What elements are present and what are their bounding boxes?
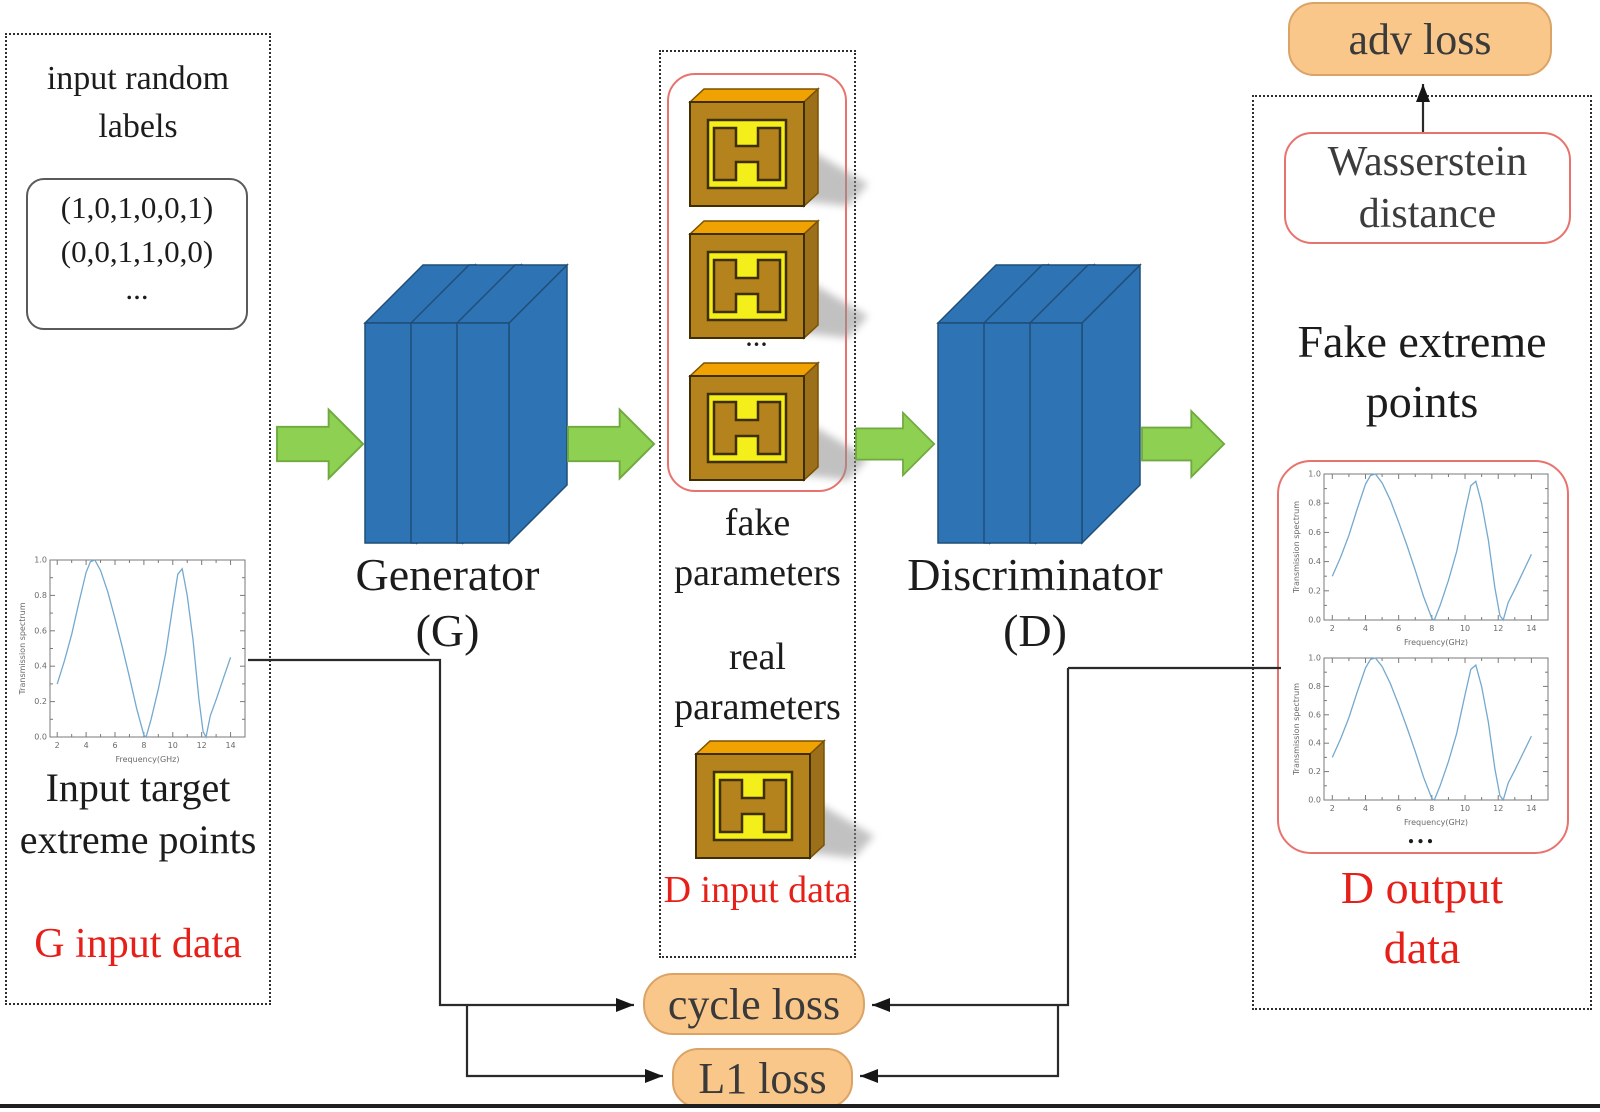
g-input-panel (5, 33, 271, 1005)
d-output-spectrum-chart-2: 2 4 6 8 10 12 14 0.0 0.2 0.4 0.6 0.8 1.0Frequency(GH… (1292, 654, 1549, 827)
discriminator-symbol: (D) (1003, 605, 1067, 656)
svg-text:4: 4 (84, 741, 89, 750)
adv-loss-label: adv loss (1348, 14, 1492, 64)
random-labels-box: (1,0,1,0,0,1) (0,0,1,1,0,0) ... (26, 178, 248, 330)
svg-text:12: 12 (1493, 624, 1503, 633)
svg-text:0.2: 0.2 (34, 697, 47, 706)
figure-bottom-border (0, 1104, 1600, 1108)
svg-text:8: 8 (1429, 804, 1434, 813)
d-output-data-label: D output data (1340, 862, 1504, 973)
wasserstein-distance-box: Wasserstein distance (1284, 132, 1571, 244)
random-label-ellipsis: ... (125, 271, 149, 306)
svg-text:0.0: 0.0 (34, 733, 47, 742)
generator-label: Generator (355, 549, 540, 600)
svg-text:10: 10 (1460, 624, 1470, 633)
flow-arrow-icon (276, 408, 365, 480)
generator-layers-icon (364, 264, 568, 544)
g-to-cycle-loss-line (248, 658, 634, 1012)
fake-parameters-ellipsis: ... (746, 326, 769, 351)
svg-text:0.4: 0.4 (1308, 739, 1321, 748)
flow-arrow-icon (567, 408, 656, 480)
h-structure-block-icon (682, 86, 872, 218)
svg-text:14: 14 (225, 741, 235, 750)
svg-text:0.2: 0.2 (1308, 767, 1321, 776)
svg-text:4: 4 (1363, 804, 1368, 813)
svg-text:0.0: 0.0 (1308, 616, 1321, 625)
svg-text:14: 14 (1526, 804, 1536, 813)
svg-text:0.6: 0.6 (34, 626, 47, 635)
svg-text:1.0: 1.0 (1308, 654, 1321, 663)
svg-text:0.8: 0.8 (1308, 682, 1321, 691)
svg-text:Frequency(GHz): Frequency(GHz) (1404, 638, 1468, 647)
svg-text:8: 8 (141, 741, 146, 750)
l1-loss-label: L1 loss (698, 1053, 827, 1103)
svg-text:0.6: 0.6 (1308, 710, 1321, 719)
fake-parameters-outline (667, 73, 847, 492)
d-output-spectrum-chart-1: 2 4 6 8 10 12 14 0.0 0.2 0.4 0.6 0.8 1.0Frequency(GH… (1292, 470, 1549, 647)
flow-arrow-icon (1141, 410, 1226, 478)
svg-text:6: 6 (112, 741, 117, 750)
d-to-cycle-loss-line (872, 668, 1070, 1012)
svg-text:0.0: 0.0 (1308, 796, 1321, 805)
h-structure-block-icon (688, 738, 878, 870)
svg-text:8: 8 (1429, 624, 1434, 633)
input-random-labels-title: input random labels (46, 60, 230, 145)
svg-text:4: 4 (1363, 624, 1368, 633)
adv-loss-box: adv loss (1288, 2, 1552, 76)
random-label-tuple: (0,0,1,1,0,0) (60, 234, 214, 269)
d-output-outline (1277, 460, 1569, 854)
svg-text:10: 10 (1460, 804, 1470, 813)
svg-text:0.4: 0.4 (1308, 557, 1321, 566)
svg-text:Transmission spectrum: Transmission spectrum (1292, 683, 1301, 776)
fake-extreme-points-title: Fake extreme points (1297, 316, 1547, 427)
svg-text:0.8: 0.8 (1308, 499, 1321, 508)
svg-text:6: 6 (1396, 804, 1401, 813)
generator-symbol: (G) (415, 605, 480, 656)
random-label-tuple: (1,0,1,0,0,1) (60, 190, 214, 225)
real-parameters-label: real parameters (674, 636, 841, 728)
svg-text:Transmission spectrum: Transmission spectrum (1292, 501, 1301, 594)
h-structure-block-icon (682, 360, 872, 492)
d-to-l1-loss-line (860, 1005, 1060, 1083)
cycle-loss-label: cycle loss (667, 979, 841, 1029)
g-input-spectrum-chart: 2 4 6 8 10 12 14 0.0 0.2 0.4 0.6 0.8 1.0Frequency(GH… (18, 556, 246, 764)
svg-text:Frequency(GHz): Frequency(GHz) (116, 755, 180, 764)
cycle-loss-box: cycle loss (643, 973, 865, 1035)
svg-text:1.0: 1.0 (1308, 470, 1321, 479)
discriminator-label: Discriminator (907, 549, 1163, 600)
flow-arrow-icon (855, 411, 936, 477)
d-output-ellipsis: ... (1407, 820, 1437, 849)
svg-text:1.0: 1.0 (34, 556, 47, 565)
g-to-l1-loss-line (465, 1005, 663, 1083)
svg-text:0.2: 0.2 (1308, 586, 1321, 595)
l1-loss-box: L1 loss (672, 1048, 853, 1108)
svg-text:14: 14 (1526, 624, 1536, 633)
svg-text:2: 2 (1330, 624, 1335, 633)
d-input-panel (659, 50, 856, 958)
svg-text:6: 6 (1396, 624, 1401, 633)
svg-text:0.6: 0.6 (1308, 528, 1321, 537)
d-input-data-label: D input data (663, 869, 852, 911)
g-input-data-label: G input data (34, 921, 242, 967)
svg-text:2: 2 (55, 741, 60, 750)
svg-text:0.8: 0.8 (34, 591, 47, 600)
svg-text:Frequency(GHz): Frequency(GHz) (1404, 818, 1468, 827)
svg-text:0.4: 0.4 (34, 662, 47, 671)
input-target-caption: Input target extreme points (19, 765, 257, 862)
svg-text:Transmission spectrum: Transmission spectrum (18, 602, 27, 695)
svg-text:12: 12 (197, 741, 207, 750)
svg-text:12: 12 (1493, 804, 1503, 813)
svg-text:10: 10 (168, 741, 178, 750)
svg-text:2: 2 (1330, 804, 1335, 813)
discriminator-layers-icon (937, 264, 1141, 544)
fake-parameters-label: fake parameters (674, 502, 841, 594)
